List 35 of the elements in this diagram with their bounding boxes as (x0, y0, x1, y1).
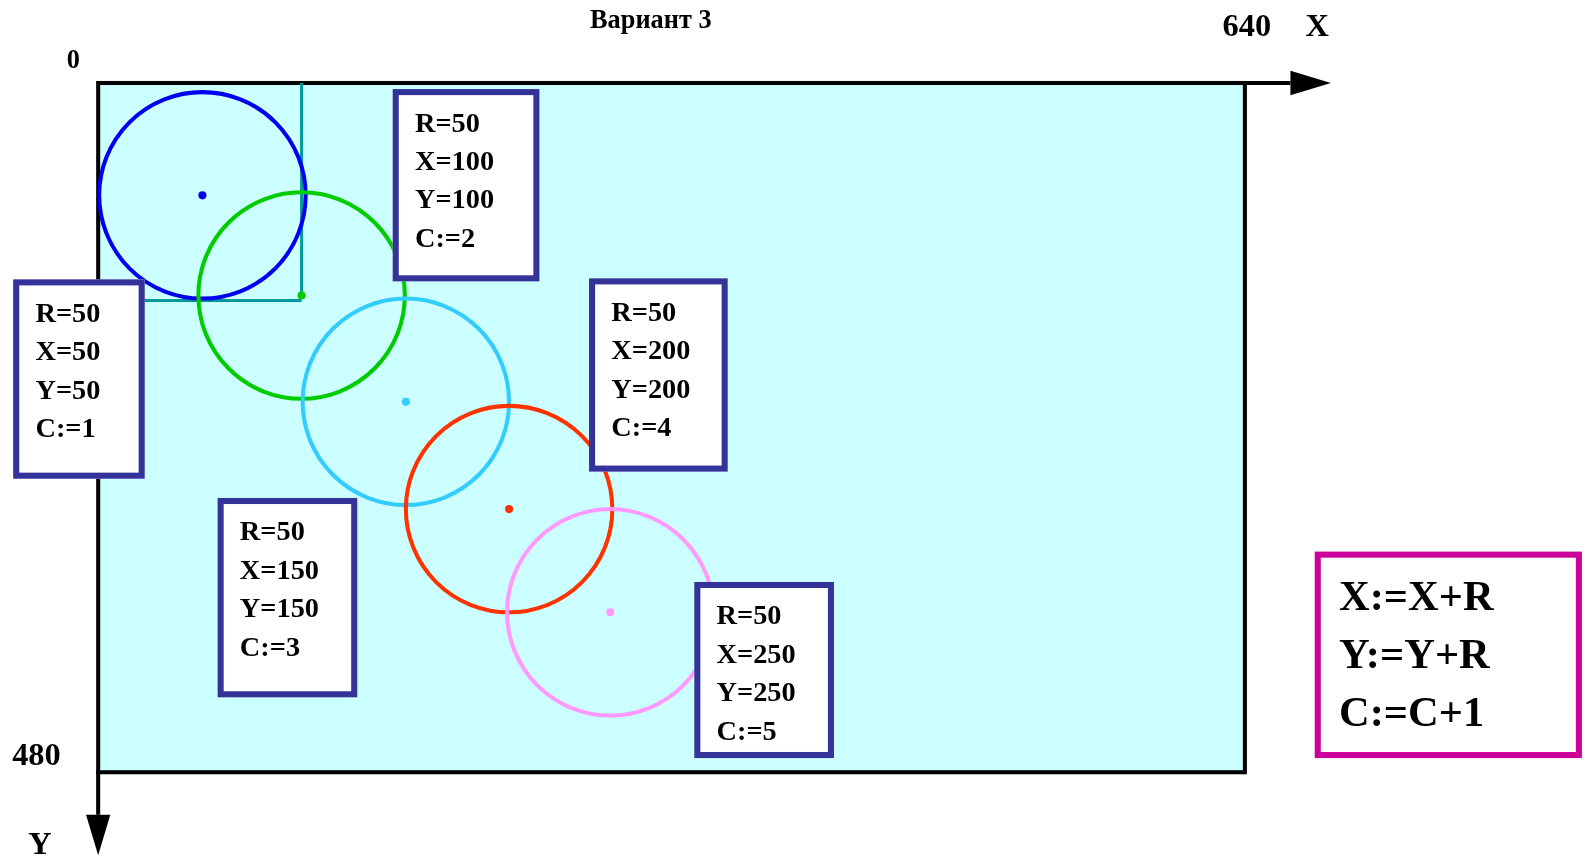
axis-label: X (1305, 7, 1329, 44)
parameter-text: C:=4 (611, 410, 672, 443)
parameter-text: R=50 (414, 106, 480, 138)
parameter-text: X=150 (239, 553, 319, 585)
parameter-text: Y=250 (716, 676, 796, 708)
parameter-text: C:=1 (35, 411, 96, 444)
parameter-text: C:=3 (239, 630, 301, 662)
axis-value: 640 (1222, 7, 1272, 44)
formula-box (1314, 551, 1582, 759)
axis-label: Y (28, 824, 52, 857)
parameter-box (217, 497, 358, 698)
parameter-text: Y=150 (239, 592, 319, 624)
parameter-text: X=250 (716, 637, 796, 669)
formula-text: Y:=Y+R (1339, 630, 1490, 678)
parameter-text: R=50 (239, 515, 305, 547)
parameter-text: Y=200 (611, 372, 691, 404)
parameter-text: Y=50 (35, 373, 101, 405)
axis-value: 480 (12, 735, 61, 773)
parameter-text: R=50 (35, 296, 101, 328)
parameter-text: Y=100 (414, 183, 495, 215)
formula-text: X:=X+R (1339, 572, 1494, 620)
diagram-title: Вариант 3 (590, 5, 712, 36)
formula-text: C:=C+1 (1339, 688, 1485, 735)
parameter-text: X=100 (414, 144, 495, 177)
parameter-text: R=50 (611, 295, 677, 327)
axis-value: 0 (66, 44, 80, 75)
parameter-text: C:=2 (414, 221, 476, 253)
parameter-box (392, 89, 540, 282)
parameter-text: X=200 (611, 334, 691, 366)
parameter-text: C:=5 (716, 714, 777, 746)
parameter-box (589, 278, 728, 472)
parameter-text: R=50 (716, 599, 782, 631)
parameter-box (694, 581, 834, 759)
parameter-box (13, 279, 145, 479)
parameter-text: X=50 (35, 335, 101, 367)
